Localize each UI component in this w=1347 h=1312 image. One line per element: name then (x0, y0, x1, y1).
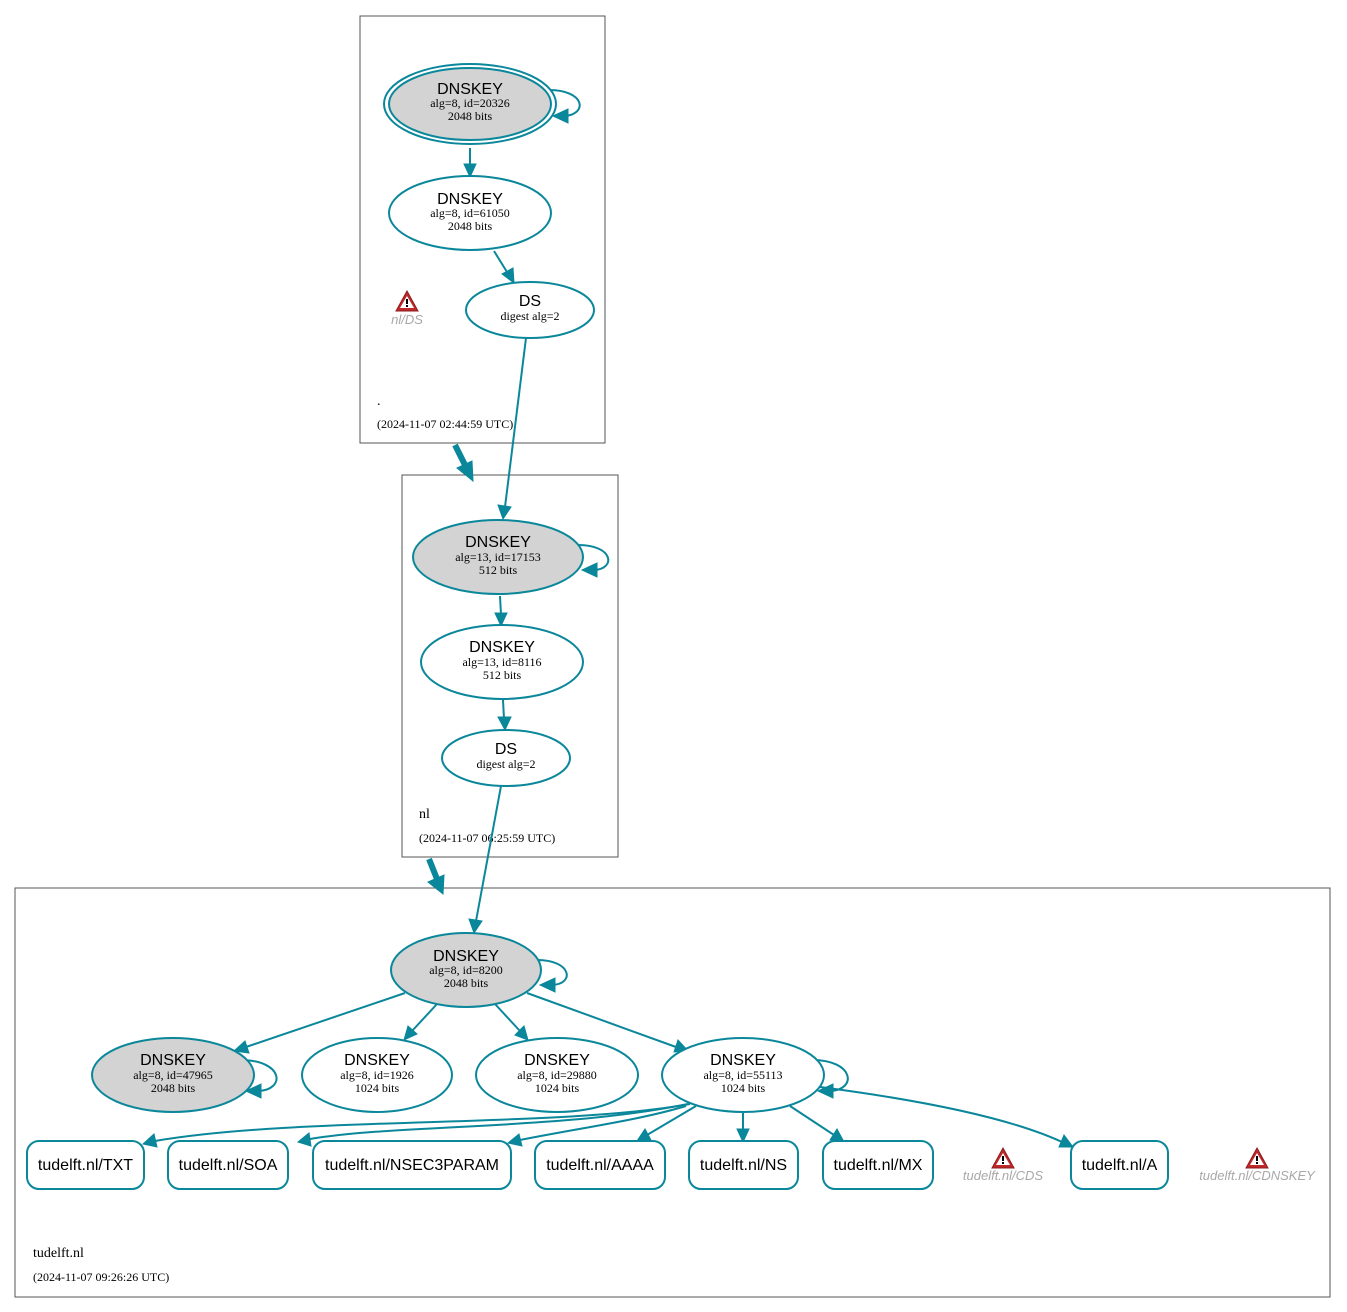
rrset-label: tudelft.nl/MX (834, 1157, 923, 1174)
node-td-dnskey-55113[interactable]: DNSKEY alg=8, id=55113 1024 bits (661, 1037, 825, 1113)
node-root-zsk[interactable]: DNSKEY alg=8, id=61050 2048 bits (388, 175, 552, 251)
node-detail: alg=8, id=55113 (703, 1068, 782, 1082)
rrset-nsec3param[interactable]: tudelft.nl/NSEC3PARAM (312, 1140, 512, 1190)
node-title: DNSKEY (433, 948, 499, 965)
node-title: DS (519, 293, 541, 310)
edge-nl-ds-to-tudelft-ksk (468, 785, 502, 935)
warning-nl-ds[interactable]: nl/DS (391, 289, 423, 327)
zone-tudelft-timestamp: (2024-11-07 09:26:26 UTC) (33, 1270, 169, 1284)
zone-root-timestamp: (2024-11-07 02:44:59 UTC) (377, 417, 513, 431)
node-detail: alg=8, id=61050 (430, 206, 510, 220)
edge-nl-ksk-to-zsk (494, 595, 508, 628)
edge-td-ksk-to-29880 (494, 1003, 529, 1041)
rrset-ns[interactable]: tudelft.nl/NS (688, 1140, 799, 1190)
node-title: DNSKEY (469, 639, 535, 656)
node-td-dnskey-47965[interactable]: DNSKEY alg=8, id=47965 2048 bits (91, 1037, 255, 1113)
edge-55113-to-txt (141, 1103, 691, 1148)
node-detail: 512 bits (483, 668, 522, 682)
node-detail: alg=13, id=8116 (462, 655, 541, 669)
edge-55113-to-a (819, 1086, 1074, 1148)
edge-root-ds-to-nl-ksk (497, 337, 527, 521)
edge-55113-to-ns (736, 1113, 750, 1144)
node-title: DS (495, 741, 517, 758)
node-detail: alg=8, id=1926 (340, 1068, 414, 1082)
node-root-ksk[interactable]: DNSKEY alg=8, id=20326 2048 bits (383, 63, 557, 145)
rrset-a[interactable]: tudelft.nl/A (1070, 1140, 1169, 1190)
warning-icon (1245, 1146, 1269, 1169)
warning-icon (395, 289, 419, 312)
edge-root-zsk-to-ds (493, 250, 515, 285)
edge-root-ksk-self (548, 89, 581, 124)
node-title: DNSKEY (524, 1052, 590, 1069)
node-root-ds[interactable]: DS digest alg=2 (465, 281, 595, 339)
node-title: DNSKEY (710, 1052, 776, 1069)
node-detail: 1024 bits (535, 1081, 580, 1095)
node-nl-ksk[interactable]: DNSKEY alg=13, id=17153 512 bits (412, 519, 584, 595)
rrset-mx[interactable]: tudelft.nl/MX (822, 1140, 934, 1190)
edge-td-ksk-to-1926 (403, 1003, 438, 1041)
node-td-ksk-8200[interactable]: DNSKEY alg=8, id=8200 2048 bits (390, 932, 542, 1008)
node-nl-zsk[interactable]: DNSKEY alg=13, id=8116 512 bits (420, 624, 584, 700)
warning-cdnskey[interactable]: tudelft.nl/CDNSKEY (1199, 1146, 1316, 1183)
edge-td-ksk-to-47965 (232, 992, 406, 1054)
warning-icon (991, 1146, 1015, 1169)
warning-cds[interactable]: tudelft.nl/CDS (963, 1146, 1044, 1183)
rrset-label: tudelft.nl/TXT (38, 1157, 133, 1174)
zone-tudelft-name: tudelft.nl (33, 1246, 84, 1261)
edge-td-ksk-self (536, 959, 568, 993)
node-detail: 2048 bits (151, 1081, 196, 1095)
rrset-txt[interactable]: tudelft.nl/TXT (26, 1140, 145, 1190)
zone-nl-timestamp: (2024-11-07 06:25:59 UTC) (419, 831, 555, 845)
warning-label: tudelft.nl/CDS (963, 1168, 1044, 1183)
edge-root-ksk-to-zsk (463, 148, 477, 179)
node-td-dnskey-1926[interactable]: DNSKEY alg=8, id=1926 1024 bits (301, 1037, 453, 1113)
warning-label: nl/DS (391, 312, 423, 327)
node-detail: digest alg=2 (476, 757, 535, 771)
edge-55113-to-soa (296, 1103, 689, 1147)
node-detail: 2048 bits (448, 219, 493, 233)
rrset-soa[interactable]: tudelft.nl/SOA (167, 1140, 289, 1190)
edge-55113-to-nsec3param (506, 1105, 687, 1147)
zone-root-name: . (377, 394, 381, 409)
node-detail: alg=13, id=17153 (455, 550, 541, 564)
node-title: DNSKEY (140, 1052, 206, 1069)
edge-nl-ksk-self (577, 544, 610, 578)
node-detail: alg=8, id=8200 (429, 963, 503, 977)
node-td-dnskey-29880[interactable]: DNSKEY alg=8, id=29880 1024 bits (475, 1037, 639, 1113)
node-detail: 512 bits (479, 563, 518, 577)
rrset-label: tudelft.nl/A (1082, 1157, 1158, 1174)
edge-td-47965-self (239, 1059, 278, 1099)
node-title: DNSKEY (437, 81, 503, 98)
delegation-nl-to-tudelft (426, 857, 445, 895)
node-detail: digest alg=2 (500, 309, 559, 323)
node-detail: 2048 bits (444, 976, 489, 990)
node-detail: alg=8, id=29880 (517, 1068, 597, 1082)
node-detail: 2048 bits (448, 109, 493, 123)
node-title: DNSKEY (465, 534, 531, 551)
edge-nl-zsk-to-ds (497, 699, 512, 732)
zone-nl-name: nl (419, 807, 430, 822)
rrset-label: tudelft.nl/AAAA (546, 1157, 654, 1174)
node-title: DNSKEY (437, 191, 503, 208)
rrset-aaaa[interactable]: tudelft.nl/AAAA (534, 1140, 666, 1190)
node-detail: alg=8, id=20326 (430, 96, 510, 110)
ksk-fill (388, 67, 552, 141)
delegation-root-to-nl (452, 443, 474, 483)
node-detail: 1024 bits (721, 1081, 766, 1095)
node-detail: alg=8, id=47965 (133, 1068, 213, 1082)
rrset-label: tudelft.nl/NSEC3PARAM (325, 1157, 499, 1174)
rrset-label: tudelft.nl/NS (700, 1157, 787, 1174)
node-detail: 1024 bits (355, 1081, 400, 1095)
warning-label: tudelft.nl/CDNSKEY (1199, 1168, 1316, 1183)
rrset-label: tudelft.nl/SOA (179, 1157, 278, 1174)
node-nl-ds[interactable]: DS digest alg=2 (441, 729, 571, 787)
node-title: DNSKEY (344, 1052, 410, 1069)
